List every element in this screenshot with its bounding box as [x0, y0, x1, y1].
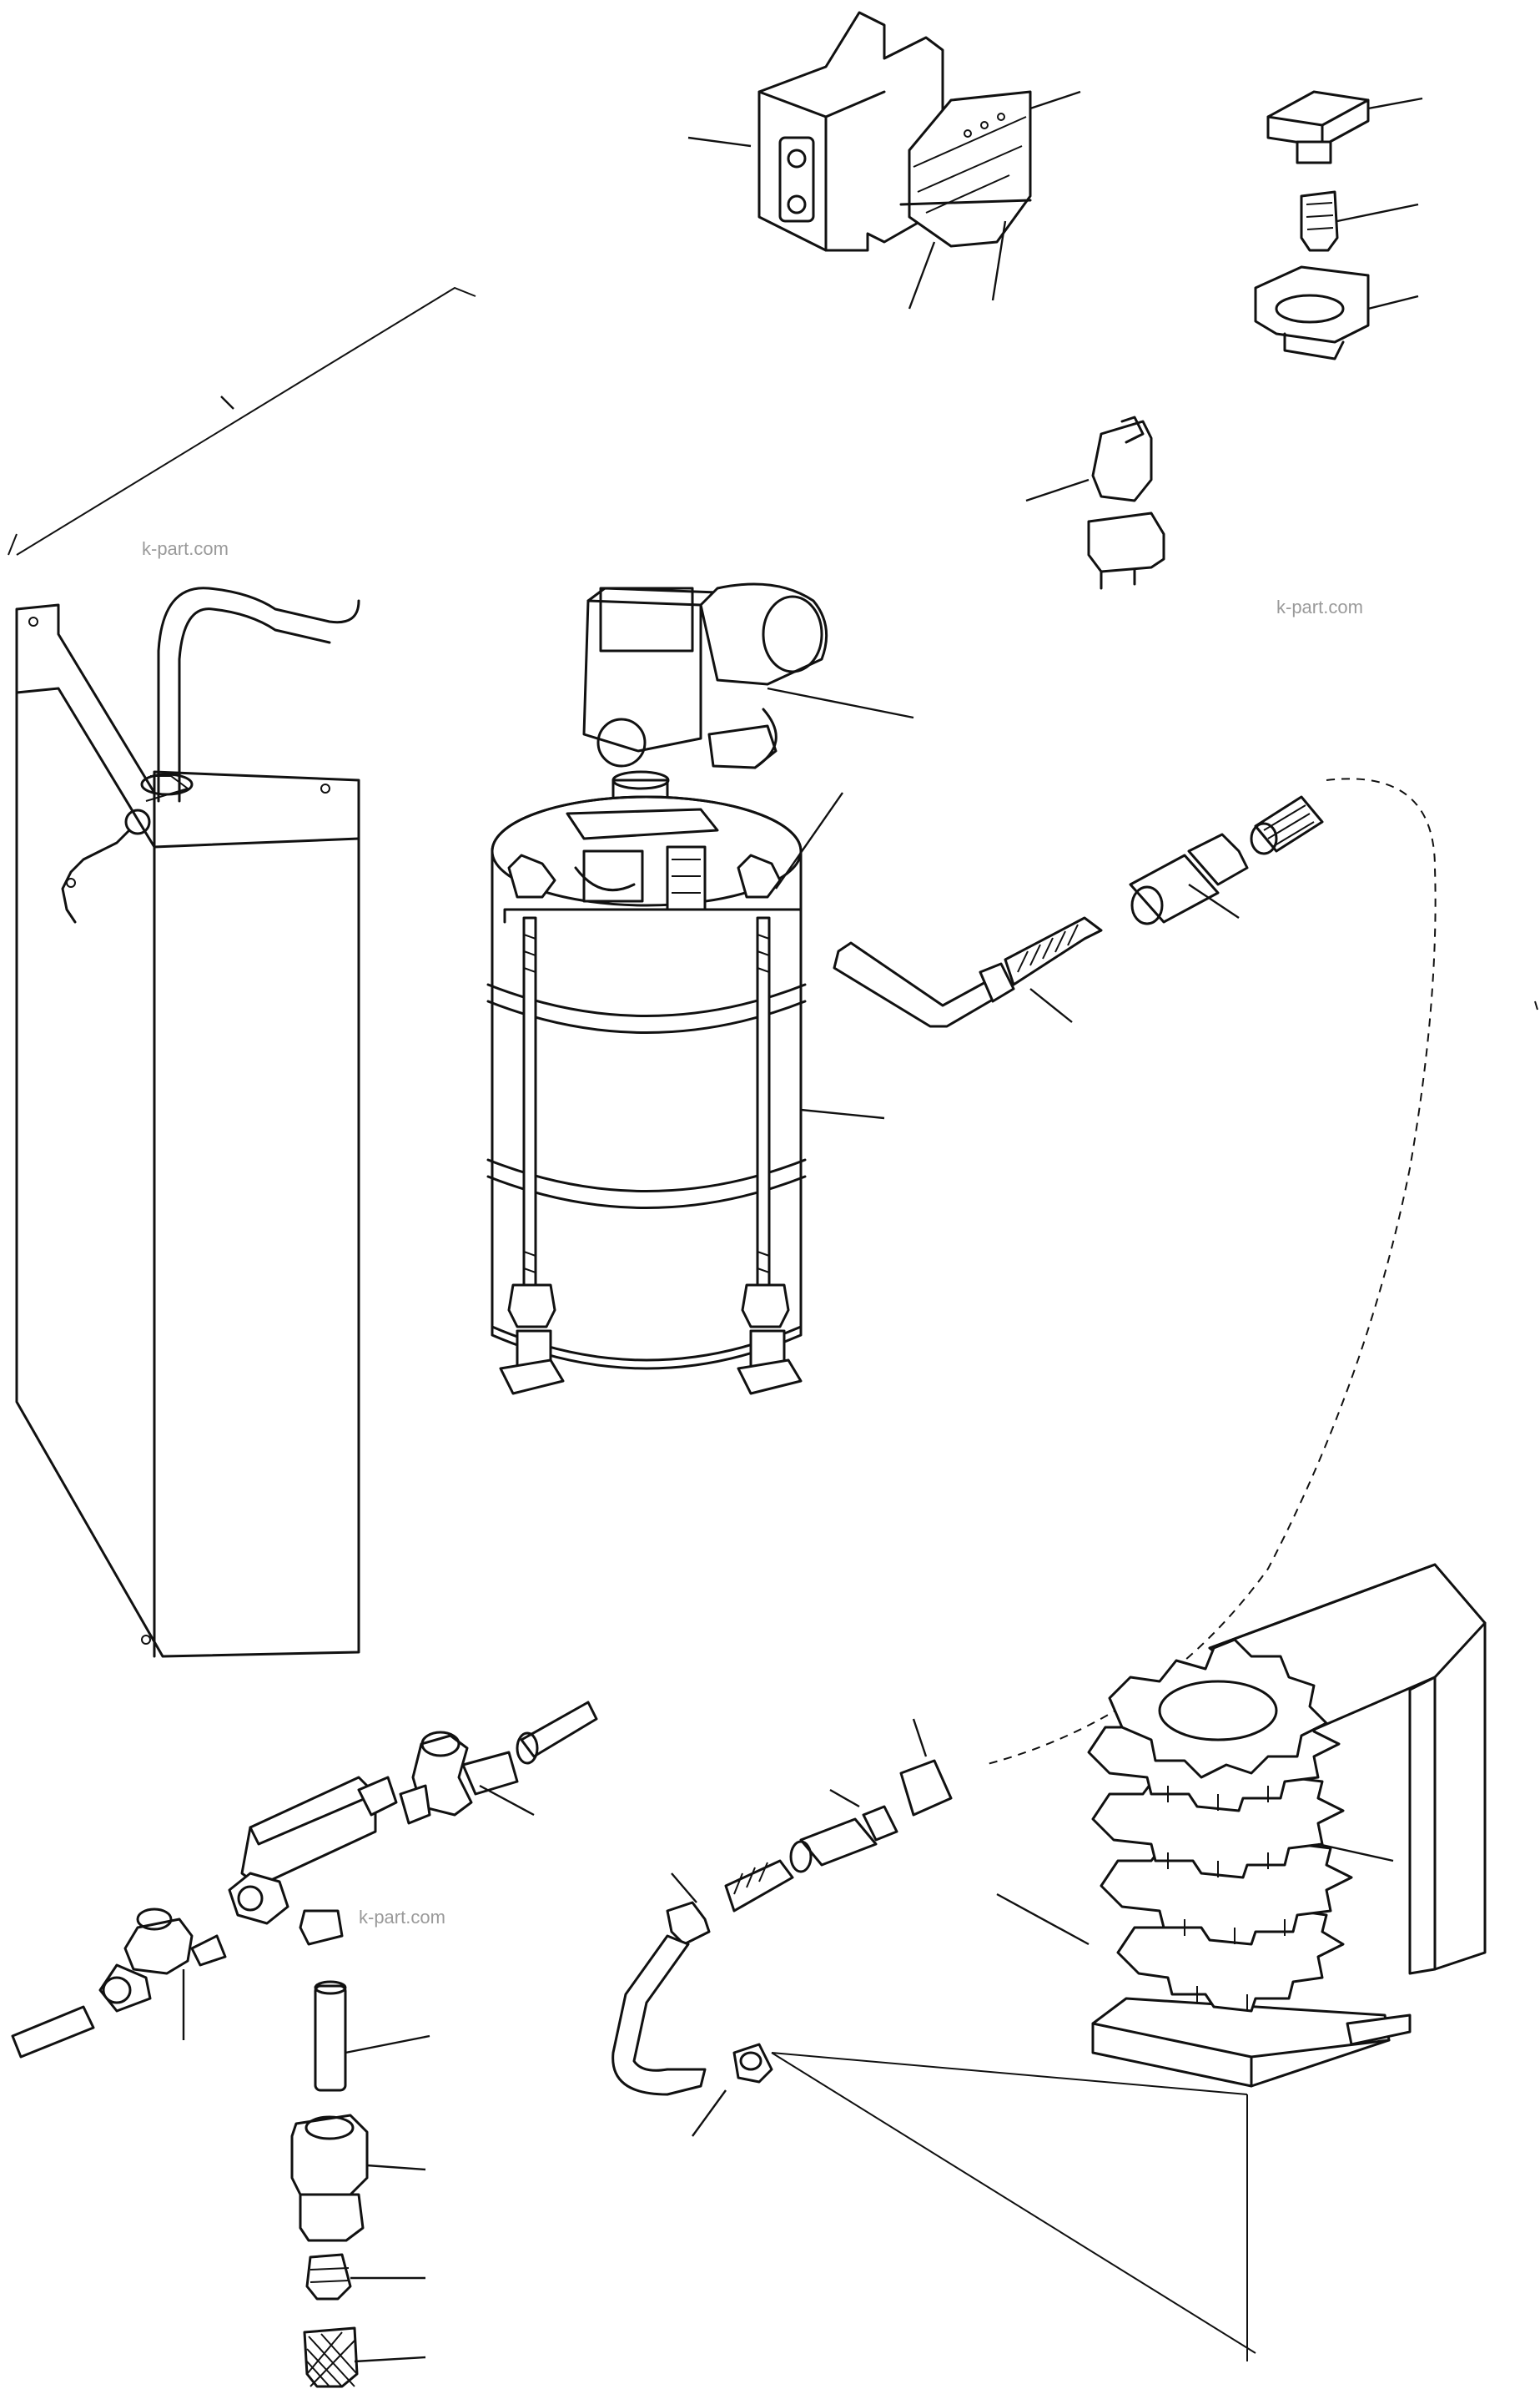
- hanger-hook: [61, 587, 360, 924]
- outlet-hose-leaders: [1029, 884, 1240, 1023]
- sprocket-stack: [1087, 1563, 1487, 2088]
- hose-route-line: [984, 778, 1437, 1766]
- pressure-switch-leader: [1025, 478, 1090, 502]
- watermark-text: k-part.com: [359, 1907, 445, 1928]
- lower-hose-assembly: [611, 1759, 953, 2096]
- watermark-text: k-part.com: [142, 538, 229, 559]
- filler-cap-assembly: [1254, 90, 1370, 360]
- tee-fitting-assembly: [11, 1701, 598, 2388]
- pump-motor-leader: [767, 687, 914, 719]
- drum-body-leader: [800, 1108, 885, 1120]
- watermark-text: k-part.com: [1276, 597, 1363, 617]
- wall-panel-leader: [220, 396, 234, 410]
- timer-leaders: [687, 90, 1081, 310]
- drum-outlet-hose: [833, 795, 1324, 1028]
- lower-hose-leaders: [671, 1718, 928, 2137]
- drum-clamp-rods: [499, 854, 803, 1395]
- timer-control-box: [757, 11, 1032, 252]
- wall-panel: [8, 286, 476, 1658]
- margin-tick: [1534, 1000, 1538, 1011]
- base-guide-lines: [771, 2052, 1256, 2361]
- drum-leader: [775, 792, 843, 890]
- pressure-switch: [1087, 416, 1165, 590]
- fittings-leaders: [182, 1784, 535, 2363]
- filler-cap-leaders: [1336, 97, 1423, 310]
- sprocket-leaders: [996, 1842, 1394, 1946]
- pump-motor: [582, 582, 828, 829]
